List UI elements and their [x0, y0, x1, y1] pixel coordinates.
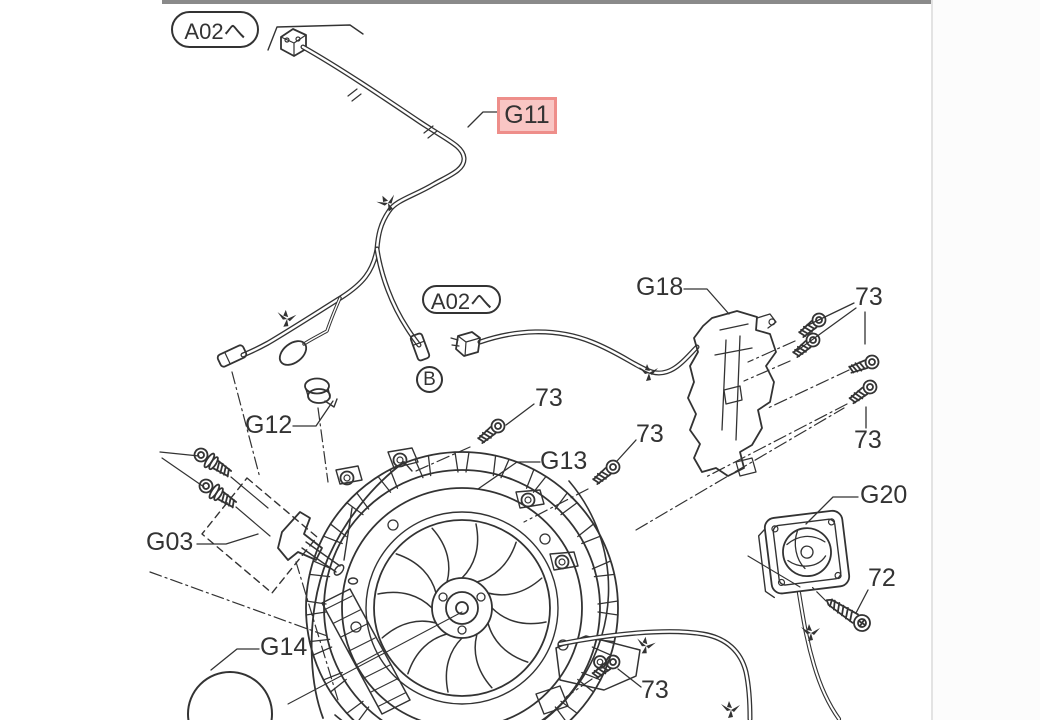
fan-g20-drawing	[757, 509, 851, 720]
leader-lines	[196, 111, 869, 688]
fastener-72-label: 72	[868, 564, 896, 592]
page-right-margin	[933, 0, 1040, 720]
viewport-top-edge	[162, 0, 931, 4]
blower-g13-drawing	[287, 447, 801, 720]
bracket-g03-drawing	[149, 371, 359, 701]
ref-a02-top-label: A02へ	[171, 11, 259, 48]
assembly-axes	[415, 340, 850, 698]
ref-b-label: B	[416, 366, 443, 393]
grommet-g12-drawing	[304, 377, 338, 408]
fastener-73-e-label: 73	[641, 676, 669, 704]
fastener-73-b-label: 73	[636, 420, 664, 448]
part-g18-label: G18	[636, 273, 684, 301]
page-right-edge-line	[931, 0, 933, 720]
fastener-73-c-label: 73	[855, 283, 883, 311]
part-g13-label: G13	[540, 447, 588, 475]
part-g11-label: G11	[497, 97, 557, 134]
bracket-g18-drawing	[450, 310, 777, 477]
part-g12-label: G12	[245, 411, 293, 439]
harness-g11-drawing	[216, 24, 464, 368]
gasket-g14-drawing	[187, 671, 273, 720]
fastener-73-a-label: 73	[535, 384, 563, 412]
fastener-73-d-label: 73	[854, 426, 882, 454]
part-g14-label: G14	[260, 633, 308, 661]
part-g20-label: G20	[860, 481, 908, 509]
part-g03-label: G03	[146, 528, 194, 556]
ref-a02-mid-label: A02へ	[422, 285, 501, 314]
